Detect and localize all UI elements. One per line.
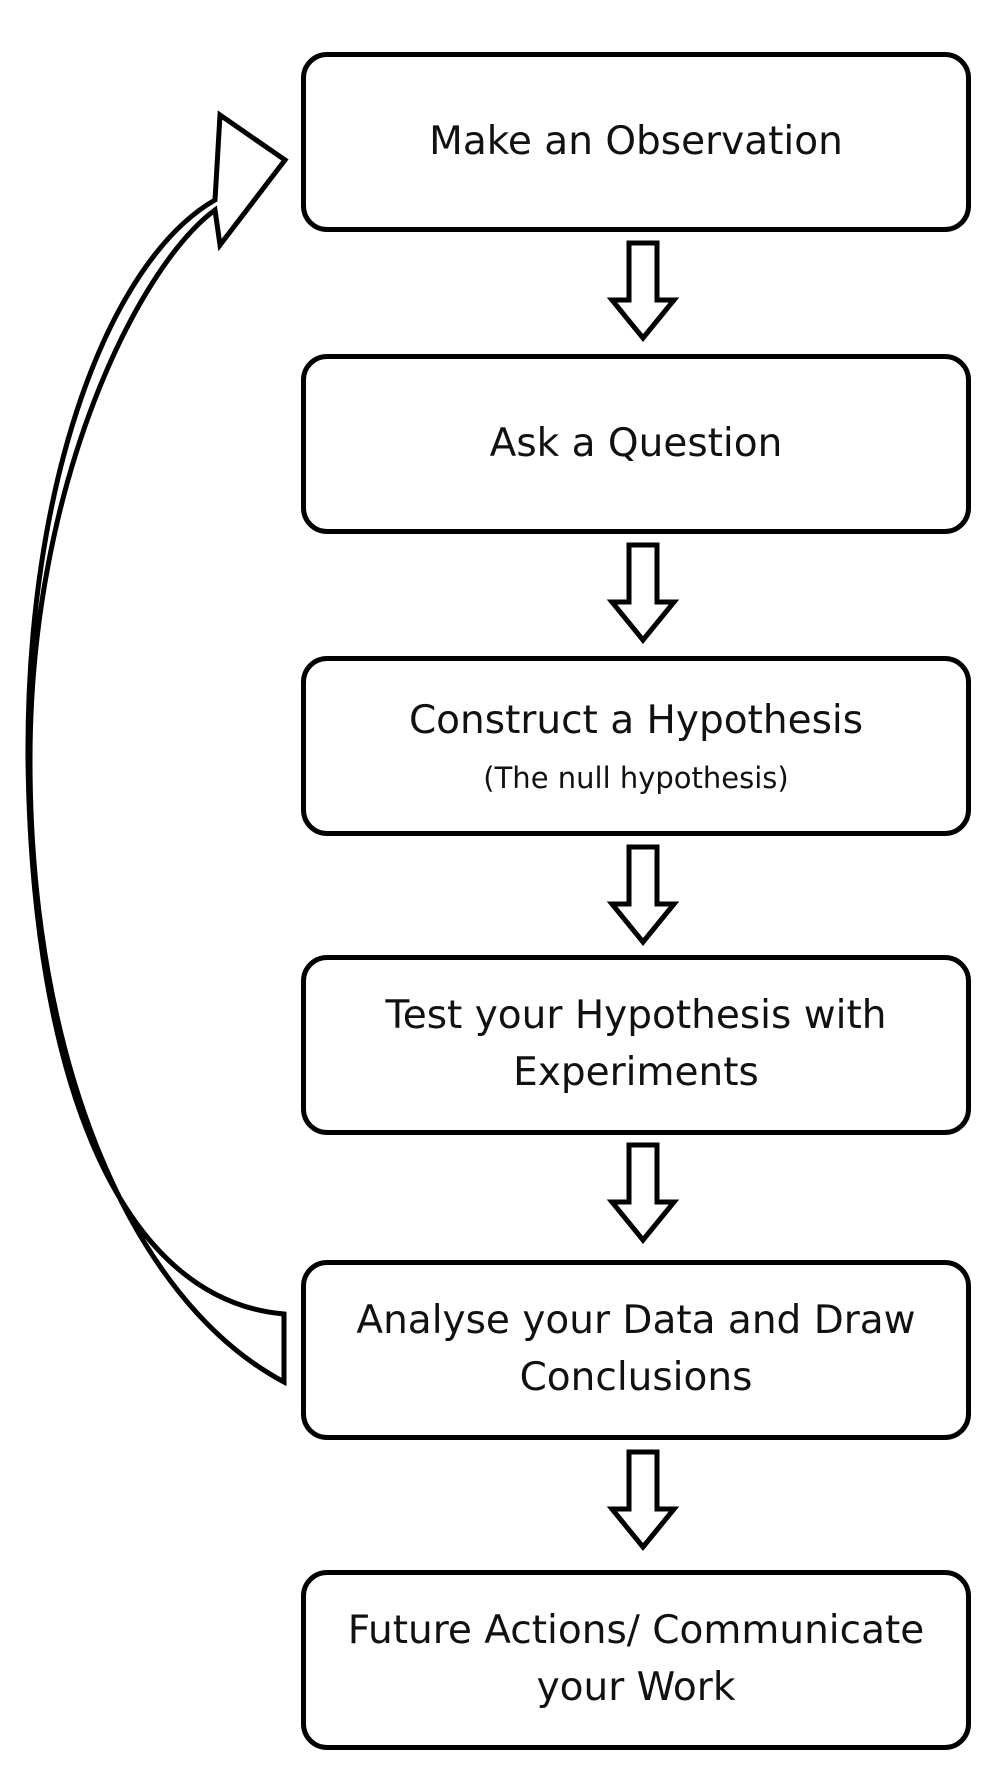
step-analyse-label-line2: Conclusions — [519, 1355, 753, 1400]
step-observation-label: Make an Observation — [429, 118, 843, 164]
step-test-label-line1: Test your Hypothesis with — [385, 993, 887, 1039]
step-communicate: Future Actions/ Communicate your Work — [301, 1570, 971, 1750]
step-question-label: Ask a Question — [489, 420, 783, 466]
down-arrow-1 — [606, 240, 680, 342]
step-hypothesis-label: Construct a Hypothesis — [408, 697, 864, 743]
feedback-curved-arrow — [25, 110, 289, 1387]
down-arrow-3 — [606, 844, 680, 946]
step-analyse-label-line1: Analyse your Data and Draw — [356, 1298, 916, 1344]
step-communicate-label-line2: your Work — [536, 1665, 736, 1710]
step-hypothesis-subtitle: (The null hypothesis) — [483, 761, 789, 796]
down-arrow-2 — [606, 542, 680, 644]
step-communicate-label-line1: Future Actions/ Communicate — [347, 1608, 925, 1654]
step-test: Test your Hypothesis with Experiments — [301, 955, 971, 1135]
step-observation: Make an Observation — [301, 52, 971, 232]
step-test-label-line2: Experiments — [513, 1050, 759, 1095]
down-arrow-4 — [606, 1142, 680, 1244]
down-arrow-5 — [606, 1449, 680, 1551]
step-analyse: Analyse your Data and Draw Conclusions — [301, 1260, 971, 1440]
step-question: Ask a Question — [301, 354, 971, 534]
step-hypothesis: Construct a Hypothesis (The null hypothe… — [301, 656, 971, 836]
